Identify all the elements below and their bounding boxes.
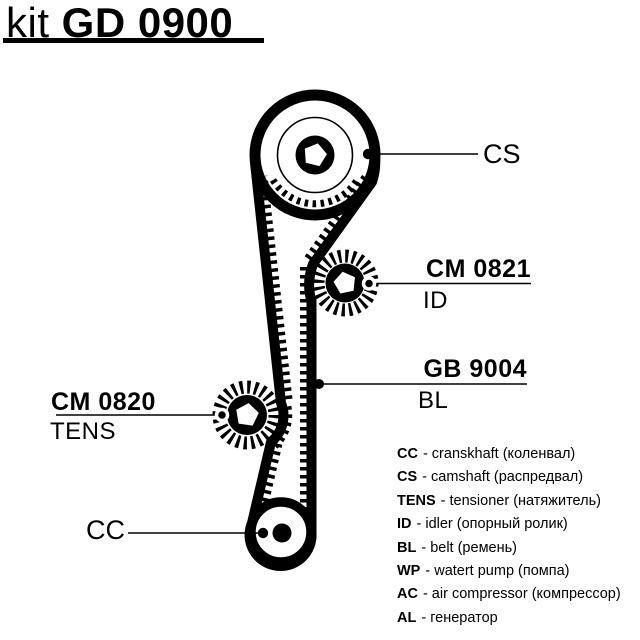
legend-item-ac: AC- air compressor (компрессор) <box>397 583 621 606</box>
page-title: kit GD 0900 <box>6 0 233 46</box>
kit-code: GD 0900 <box>61 0 234 46</box>
legend-abbr: CS <box>397 469 418 486</box>
legend-item-cs: CS- camshaft (распредвал) <box>397 466 621 489</box>
legend-item-tens: TENS- tensioner (натяжитель) <box>397 490 621 513</box>
legend-desc: - idler (опорный ролик) <box>416 516 568 533</box>
idler-part-number: CM 0821 <box>426 255 531 283</box>
belt-part-number: GB 9004 <box>423 355 527 383</box>
kit-prefix: kit <box>6 0 50 46</box>
legend-item-id: ID- idler (опорный ролик) <box>397 513 621 536</box>
belt-label: BL <box>418 387 449 414</box>
legend-item-cc: CC- cranskhaft (коленвал) <box>397 443 621 466</box>
tensioner-label: TENS <box>50 418 117 445</box>
title-underline <box>3 38 264 43</box>
legend-abbr: BL <box>397 539 417 556</box>
tensioner-pulley <box>212 380 282 450</box>
belt-teeth <box>256 174 368 526</box>
legend-desc: - camshaft (распредвал) <box>422 469 584 486</box>
leader-lines <box>56 153 531 534</box>
tensioner-part-number: CM 0820 <box>51 388 156 416</box>
legend-abbr: TENS <box>397 492 436 509</box>
leader-dot-tensioner <box>214 407 230 423</box>
legend-abbr: AC <box>397 586 418 603</box>
camshaft-label: CS <box>483 139 521 169</box>
legend-abbr: WP <box>397 563 421 580</box>
legend-abbr: CC <box>397 446 418 462</box>
idler-label: ID <box>423 287 448 314</box>
legend-desc: - генератор <box>421 609 498 626</box>
legend-abbr: ID <box>397 516 412 533</box>
leader-dot-cs <box>362 148 374 160</box>
legend-desc: - watert pump (помпа) <box>425 563 570 580</box>
legend-item-bl: BL- belt (ремень) <box>397 537 621 560</box>
leader-dot-cc <box>257 527 269 539</box>
legend: CC- cranskhaft (коленвал) CS- camshaft (… <box>397 443 621 630</box>
leader-dots <box>214 148 377 539</box>
legend-desc: - tensioner (натяжитель) <box>440 492 601 509</box>
legend-desc: - cranskhaft (коленвал) <box>422 446 576 462</box>
crankshaft-pulley <box>246 497 316 567</box>
legend-item-al: AL- генератор <box>397 607 621 630</box>
legend-desc: - belt (ремень) <box>421 539 517 556</box>
legend-item-wp: WP- watert pump (помпа) <box>397 560 621 583</box>
leader-dot-belt <box>314 379 324 389</box>
camshaft-pulley <box>249 89 381 221</box>
leader-dot-idler <box>361 276 377 291</box>
legend-abbr: AL <box>397 609 417 626</box>
crankshaft-label: CC <box>86 515 125 545</box>
legend-desc: - air compressor (компрессор) <box>422 586 621 603</box>
